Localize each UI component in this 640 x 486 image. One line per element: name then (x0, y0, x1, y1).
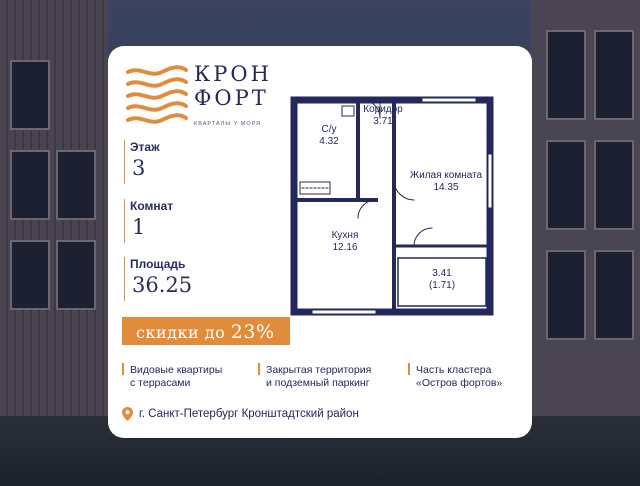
floor-plan-drawing (290, 96, 494, 316)
brand-tagline: КВАРТАЛЫ У МОРЯ (194, 121, 262, 127)
kronfort-logo-icon (126, 65, 188, 124)
room-bathroom: С/у 4.32 (304, 124, 354, 148)
param-value: 1 (132, 215, 146, 239)
feature-accent (258, 363, 260, 375)
room-area: 3.41 (432, 268, 452, 279)
window (10, 150, 50, 220)
window (546, 30, 586, 120)
feature-line: Закрытая территория (266, 364, 372, 376)
feature-cluster: Часть кластера «Остров фортов» (416, 364, 502, 390)
window (546, 250, 586, 340)
feature-terraces: Видовые квартиры с террасами (130, 364, 222, 390)
feature-line: Часть кластера (416, 364, 492, 376)
address-text: г. Санкт-Петербург Кронштадтский район (139, 408, 359, 420)
room-name: Жилая комната (409, 170, 483, 181)
brand-line2: ФОРТ (194, 86, 269, 110)
discount-prefix: скидки до (136, 323, 231, 342)
window (546, 140, 586, 230)
param-rooms: Комнат 1 (130, 199, 173, 239)
param-value: 36.25 (132, 273, 193, 297)
room-area: 3.71 (373, 116, 393, 127)
brand-name: КРОН ФОРТ КВАРТАЛЫ У МОРЯ (194, 62, 272, 136)
feature-line: с террасами (130, 377, 191, 389)
discount-banner: скидки до 23% (122, 317, 290, 345)
room-name: С/у (321, 124, 337, 135)
room-area-note: (1.71) (428, 280, 456, 291)
feature-line: «Остров фортов» (416, 377, 503, 389)
room-name: Коридор (363, 104, 403, 115)
param-area: Площадь 36.25 (130, 257, 192, 297)
feature-accent (408, 363, 410, 375)
window (594, 140, 634, 230)
room-kitchen: Кухня 12.16 (310, 230, 380, 254)
param-value: 3 (132, 156, 146, 180)
window (56, 240, 96, 310)
window (10, 240, 50, 310)
room-corridor: Коридор 3.71 (358, 104, 408, 128)
param-label: Комнат (130, 199, 174, 213)
room-living: Жилая комната 14.35 (398, 170, 494, 194)
room-balcony: 3.41 (1.71) (410, 268, 474, 292)
window (56, 150, 96, 220)
accent-line (124, 140, 128, 184)
param-floor: Этаж 3 (130, 140, 160, 180)
accent-line (124, 257, 128, 301)
brand-line1: КРОН (194, 62, 272, 86)
location-pin-icon (122, 407, 133, 421)
address: г. Санкт-Петербург Кронштадтский район (122, 407, 359, 421)
feature-line: Видовые квартиры (130, 364, 223, 376)
floor-plan: Коридор 3.71 С/у 4.32 Жилая комната 14.3… (284, 96, 500, 316)
listing-card: КРОН ФОРТ КВАРТАЛЫ У МОРЯ Этаж 3 Комнат … (108, 46, 532, 438)
feature-accent (122, 363, 124, 375)
accent-line (124, 199, 128, 243)
window (594, 30, 634, 120)
window (10, 60, 50, 130)
room-area: 4.32 (319, 136, 339, 147)
room-area: 14.35 (433, 182, 459, 193)
room-area: 12.16 (332, 242, 358, 253)
param-label: Площадь (130, 257, 186, 271)
feature-line: и подземный паркинг (266, 377, 370, 389)
room-name: Кухня (331, 230, 359, 241)
window (594, 250, 634, 340)
param-label: Этаж (130, 140, 160, 154)
discount-value: 23% (230, 321, 275, 343)
feature-parking: Закрытая территория и подземный паркинг (266, 364, 371, 390)
